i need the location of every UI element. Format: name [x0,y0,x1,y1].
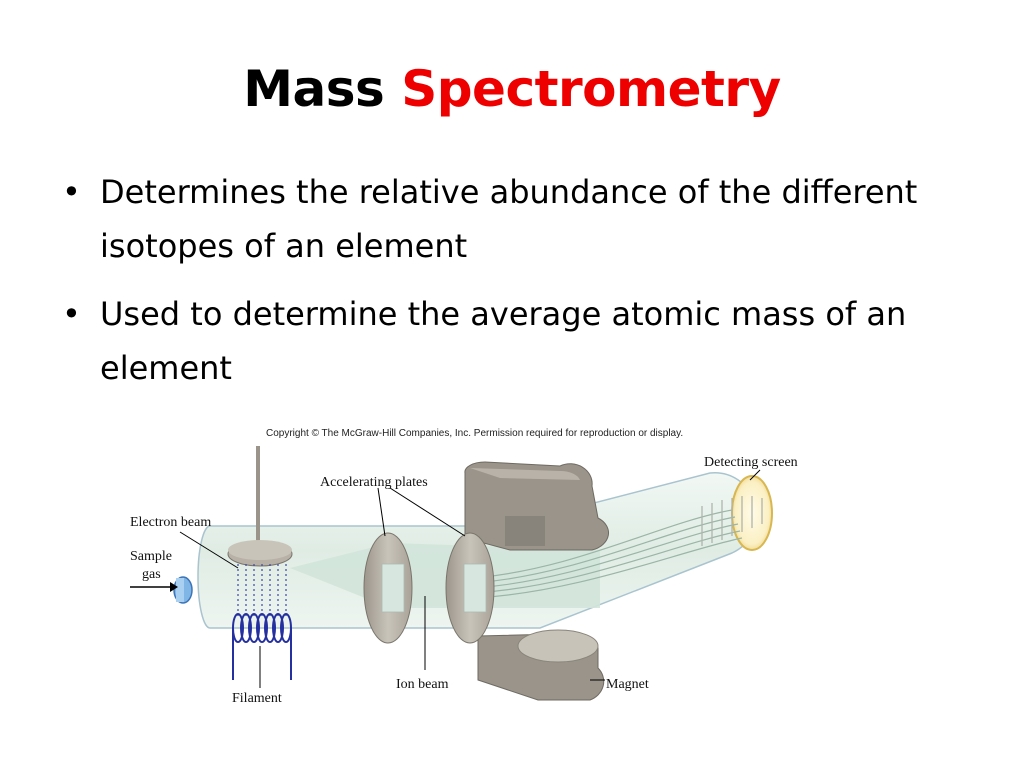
bullet-dot-icon: • [62,295,81,333]
label-magnet: Magnet [606,677,649,692]
detector-strips [701,496,763,546]
bullet-item: • Determines the relative abundance of t… [62,165,992,273]
bullet-text: Determines the relative abundance of the… [100,173,918,265]
copyright-text: Copyright © The McGraw-Hill Companies, I… [266,428,683,439]
arrow-head-icon [170,582,178,592]
accelerating-plate-2 [445,532,495,644]
label-electron-beam: Electron beam [130,515,211,530]
electron-beam [237,564,287,618]
magnet-upper-pole [464,461,610,551]
magnet-lower-pole [477,629,605,701]
label-gas: gas [142,567,161,582]
accelerating-plate-1 [363,532,413,644]
leader-detecting-screen [749,469,761,481]
label-sample: Sample [130,549,172,564]
bullet-item: • Used to determine the average atomic m… [62,287,992,395]
deflected-ion-paths [474,509,743,599]
title-word-mass: Mass [243,60,385,118]
bullet-dot-icon: • [62,173,81,211]
title-word-spectrometry: Spectrometry [401,60,781,118]
label-accelerating-plates: Accelerating plates [320,475,428,490]
bullet-list: • Determines the relative abundance of t… [62,165,992,409]
label-detecting-screen: Detecting screen [704,455,798,470]
leader-electron-beam [179,531,239,569]
label-filament: Filament [232,691,282,706]
page-title: Mass Spectrometry [0,60,1024,118]
label-ion-beam: Ion beam [396,677,449,692]
bullet-text: Used to determine the average atomic mas… [100,295,907,387]
leader-plate-2 [389,487,466,537]
leader-plate-1 [377,487,386,537]
mass-spectrometer-diagram: Copyright © The McGraw-Hill Companies, I… [130,428,798,706]
